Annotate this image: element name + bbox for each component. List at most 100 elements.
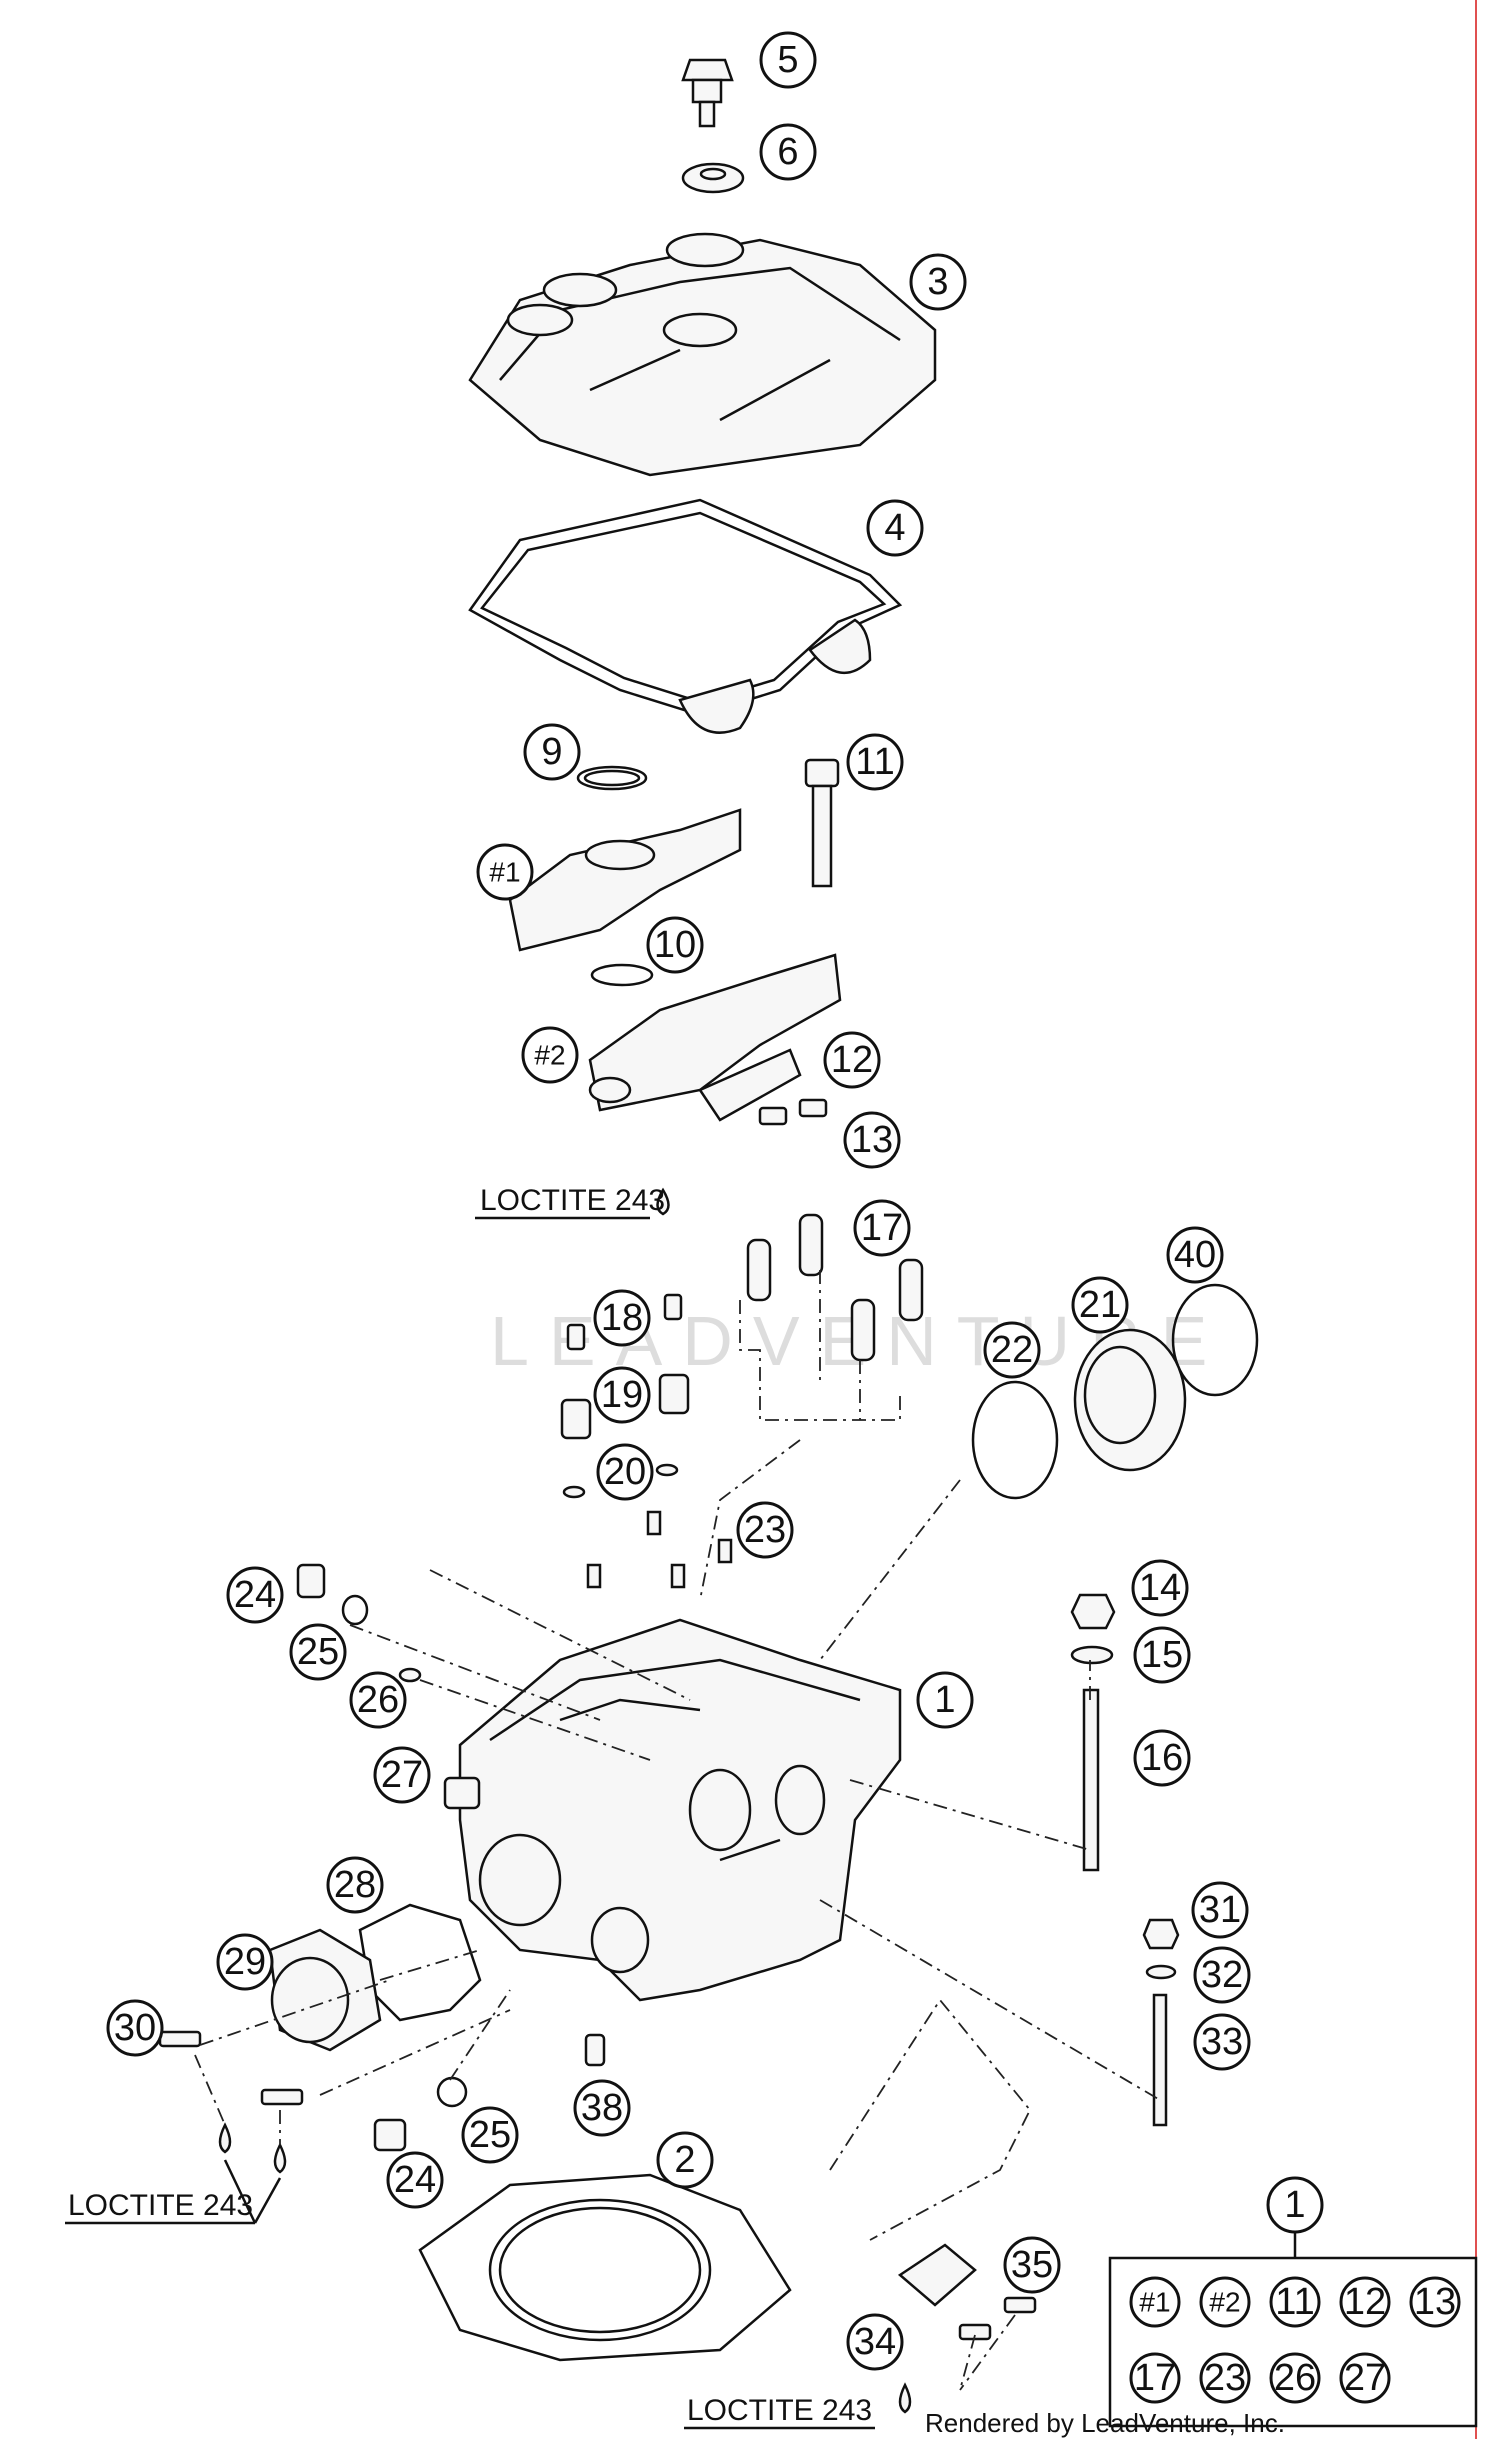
rendered-by-credit: Rendered by LeadVenture, Inc.	[925, 2408, 1285, 2438]
part-14-nut	[1070, 1593, 1116, 1630]
part-19-plugs	[560, 1373, 690, 1440]
svg-text:17: 17	[861, 1207, 903, 1249]
part-25a-o-ring	[341, 1594, 369, 1626]
callout-29: 29	[216, 1933, 274, 1991]
part-9-o-ring-inner	[583, 769, 641, 787]
callout-24-lower: 24	[386, 2151, 444, 2209]
callout-14: 14	[1131, 1559, 1189, 1617]
part-24b-plug	[373, 2118, 407, 2152]
svg-text:LOCTITE 243: LOCTITE 243	[68, 2189, 253, 2222]
callout-6: 6	[759, 123, 817, 181]
callout-40: 40	[1166, 1226, 1224, 1284]
part-26-dowel	[398, 1667, 422, 1683]
callout-h1: #1	[476, 843, 534, 901]
callout-11: 11	[846, 733, 904, 791]
loctite-label-1: LOCTITE 243	[475, 1184, 665, 1220]
part-21-intake-boot	[1073, 1328, 1187, 1472]
callout-25-upper: 25	[289, 1623, 347, 1681]
svg-text:22: 22	[991, 1329, 1033, 1371]
loctite-label-3: LOCTITE 243	[684, 2394, 875, 2430]
callout-27: 27	[373, 1746, 431, 1804]
part-24a-plug	[296, 1563, 326, 1599]
kit-item-12: 12	[1339, 2276, 1391, 2328]
part-4-gasket	[468, 498, 903, 734]
part-34-cover	[897, 2243, 977, 2307]
svg-text:33: 33	[1201, 2021, 1243, 2063]
kit-contents: 1 #1 #2 11 12 13 17 23 26 27	[1108, 2176, 1478, 2428]
svg-text:29: 29	[224, 1941, 266, 1983]
part-20-washer-b	[655, 1463, 679, 1477]
svg-text:40: 40	[1174, 1234, 1216, 1276]
kit-item-13: 13	[1409, 2276, 1461, 2328]
svg-text:24: 24	[234, 1574, 276, 1616]
callout-34: 34	[846, 2313, 904, 2371]
svg-text:27: 27	[1344, 2357, 1386, 2399]
svg-text:14: 14	[1139, 1567, 1181, 1609]
callout-25-lower: 25	[461, 2106, 519, 2164]
callout-1: 1	[916, 1671, 974, 1729]
callout-2: 2	[656, 2131, 714, 2189]
part-20-washer-a	[562, 1485, 586, 1499]
callout-10: 10	[646, 916, 704, 974]
svg-text:11: 11	[1275, 2281, 1314, 2323]
part-3-valve-cover	[468, 232, 937, 477]
kit-item-17: 17	[1129, 2352, 1181, 2404]
part-17-valve-guides	[746, 1213, 924, 1362]
loctite-drop-2b	[273, 2142, 287, 2174]
part-30-screw	[158, 2030, 202, 2048]
part-30-screw-b	[260, 2088, 304, 2106]
svg-text:13: 13	[851, 1119, 893, 1161]
callout-16: 16	[1133, 1729, 1191, 1787]
part-h1-bearing-bridge	[508, 808, 742, 952]
part-22-clamp	[971, 1380, 1059, 1500]
svg-text:18: 18	[601, 1297, 643, 1339]
callout-12: 12	[823, 1031, 881, 1089]
svg-text:25: 25	[469, 2114, 511, 2156]
svg-text:5: 5	[777, 39, 798, 81]
kit-header-callout: 1	[1266, 2176, 1324, 2234]
part-40-clamp	[1171, 1283, 1259, 1397]
callout-33: 33	[1193, 2013, 1251, 2071]
svg-text:19: 19	[601, 1374, 643, 1416]
callout-13: 13	[843, 1111, 901, 1169]
loctite-drop-3	[898, 2382, 912, 2414]
callout-26: 26	[349, 1671, 407, 1729]
part-13-screws	[758, 1098, 828, 1126]
svg-text:12: 12	[831, 1039, 873, 1081]
callout-5: 5	[759, 31, 817, 89]
part-23-dowel-pins	[586, 1510, 733, 1589]
kit-item-h2: #2	[1199, 2276, 1251, 2328]
loctite-label-2: LOCTITE 243	[65, 2159, 282, 2225]
callout-35: 35	[1003, 2236, 1061, 2294]
svg-text:#2: #2	[534, 1040, 565, 1071]
callout-h2: #2	[521, 1026, 579, 1084]
svg-text:23: 23	[744, 1509, 786, 1551]
svg-text:#2: #2	[1209, 2287, 1240, 2318]
svg-text:31: 31	[1199, 1889, 1241, 1931]
svg-text:38: 38	[581, 2087, 623, 2129]
svg-text:20: 20	[604, 1451, 646, 1493]
part-29-intake-flange	[268, 1928, 382, 2052]
svg-text:1: 1	[1284, 2184, 1305, 2226]
svg-text:1: 1	[934, 1679, 955, 1721]
leader-lines	[194, 1270, 1161, 2391]
svg-text:24: 24	[394, 2159, 436, 2201]
part-2-head-gasket	[418, 2173, 792, 2362]
callout-9: 9	[523, 723, 581, 781]
svg-text:30: 30	[114, 2007, 156, 2049]
svg-text:25: 25	[297, 1631, 339, 1673]
callout-17: 17	[853, 1199, 911, 1257]
kit-item-26: 26	[1269, 2352, 1321, 2404]
svg-text:27: 27	[381, 1754, 423, 1796]
svg-text:2: 2	[674, 2139, 695, 2181]
callout-21: 21	[1071, 1276, 1129, 1334]
svg-text:34: 34	[854, 2321, 896, 2363]
callout-28: 28	[326, 1856, 384, 1914]
part-10-o-ring	[590, 963, 654, 987]
svg-text:LOCTITE 243: LOCTITE 243	[480, 1184, 665, 1217]
svg-text:32: 32	[1201, 1954, 1243, 1996]
loctite-drop-2a	[218, 2122, 232, 2154]
kit-box	[1108, 2256, 1478, 2428]
svg-text:13: 13	[1414, 2281, 1456, 2323]
callout-19: 19	[593, 1366, 651, 1424]
